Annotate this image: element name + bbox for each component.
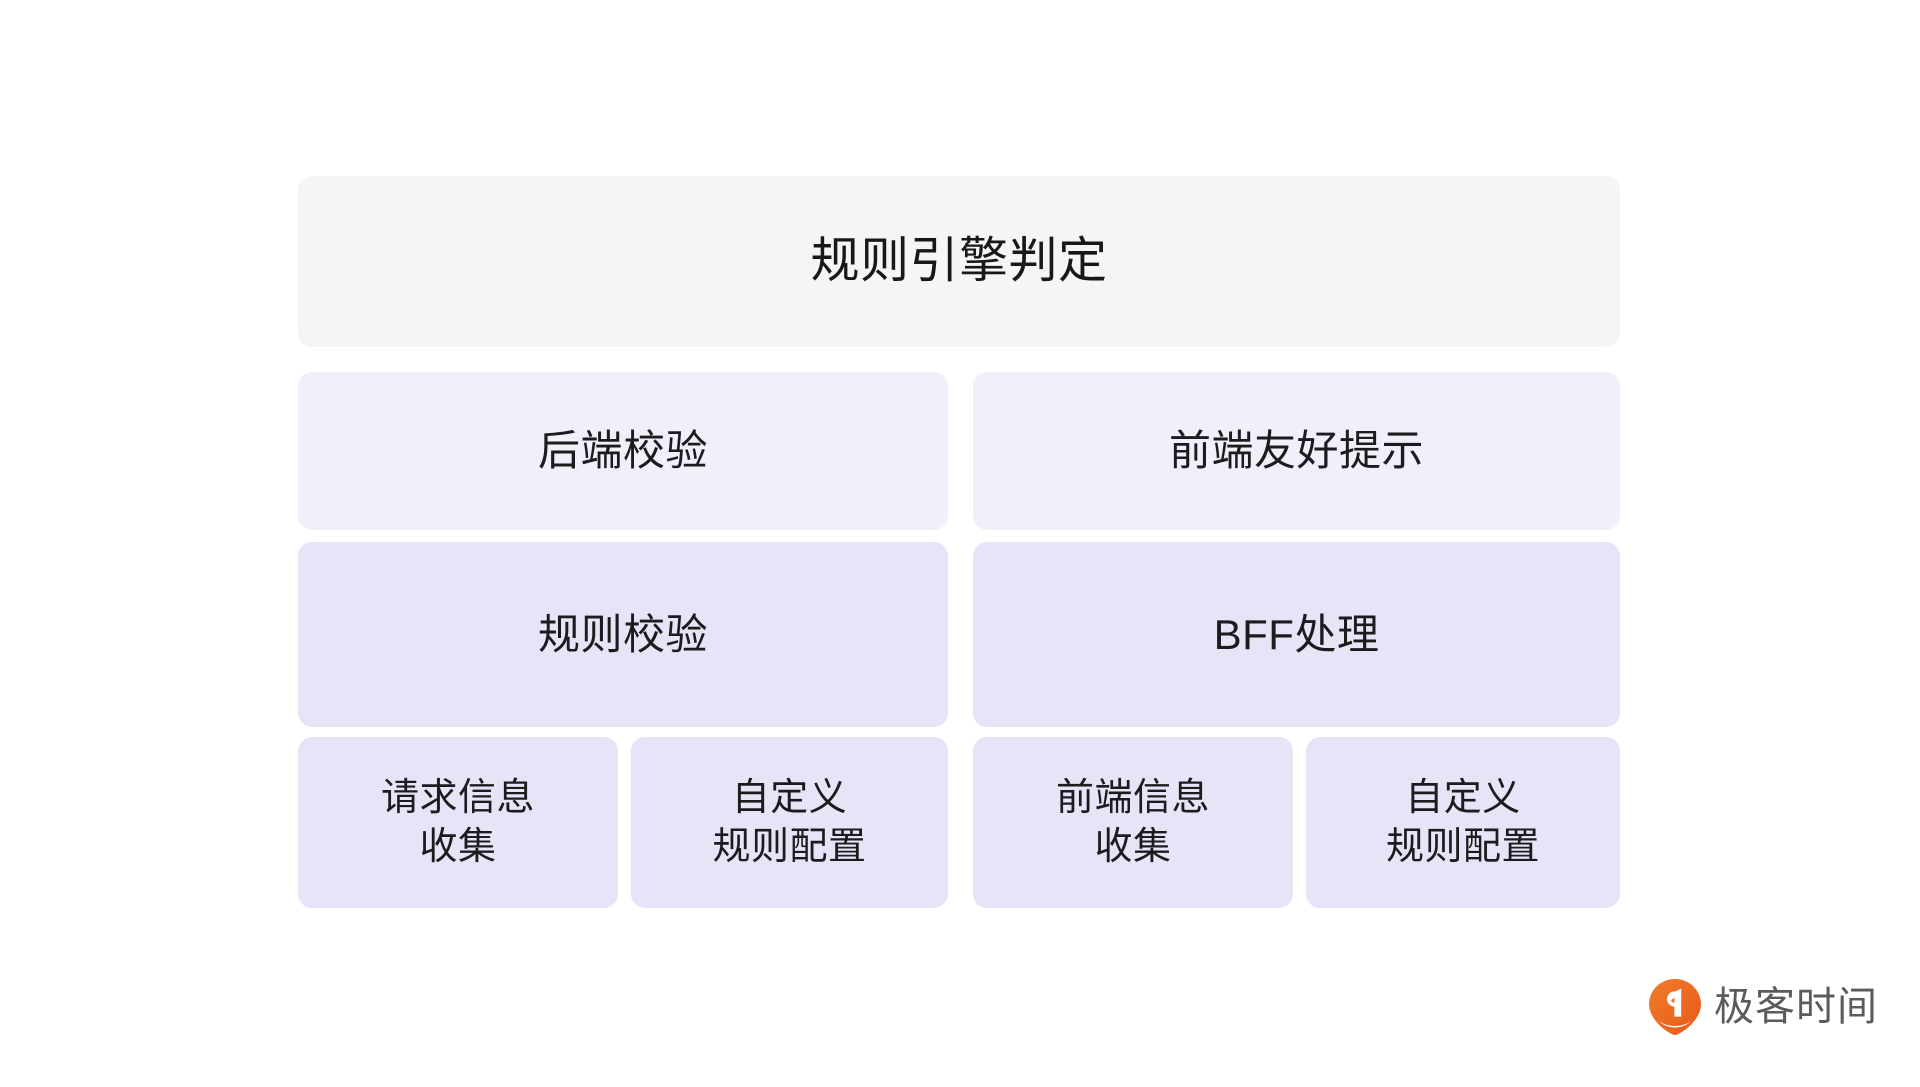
node-label: 前端信息 收集 <box>1055 776 1210 868</box>
diagram-title-box: 规则引擎判定 <box>298 176 1620 347</box>
node-label: 请求信息 收集 <box>380 776 535 868</box>
node-custom-rule-config-backend: 自定义 规则配置 <box>631 737 948 908</box>
node-custom-rule-config-frontend: 自定义 规则配置 <box>1306 737 1620 908</box>
geektime-pin-icon <box>1649 979 1701 1035</box>
brand-watermark: 极客时间 <box>1648 978 1878 1036</box>
node-label: 前端友好提示 <box>1168 427 1424 475</box>
node-label: 规则校验 <box>537 610 708 658</box>
brand-name-label: 极客时间 <box>1714 985 1878 1029</box>
node-request-info-collection: 请求信息 收集 <box>298 737 618 908</box>
node-label: BFF处理 <box>1213 610 1380 658</box>
diagram-title-label: 规则引擎判定 <box>810 234 1108 289</box>
node-frontend-friendly-hint: 前端友好提示 <box>973 372 1620 530</box>
node-label: 后端校验 <box>537 427 708 475</box>
node-label: 自定义 规则配置 <box>1385 776 1540 868</box>
node-rule-validation: 规则校验 <box>298 542 948 727</box>
node-label: 自定义 规则配置 <box>712 776 867 868</box>
node-backend-validation: 后端校验 <box>298 372 948 530</box>
node-bff-processing: BFF处理 <box>973 542 1620 727</box>
node-frontend-info-collection: 前端信息 收集 <box>973 737 1293 908</box>
